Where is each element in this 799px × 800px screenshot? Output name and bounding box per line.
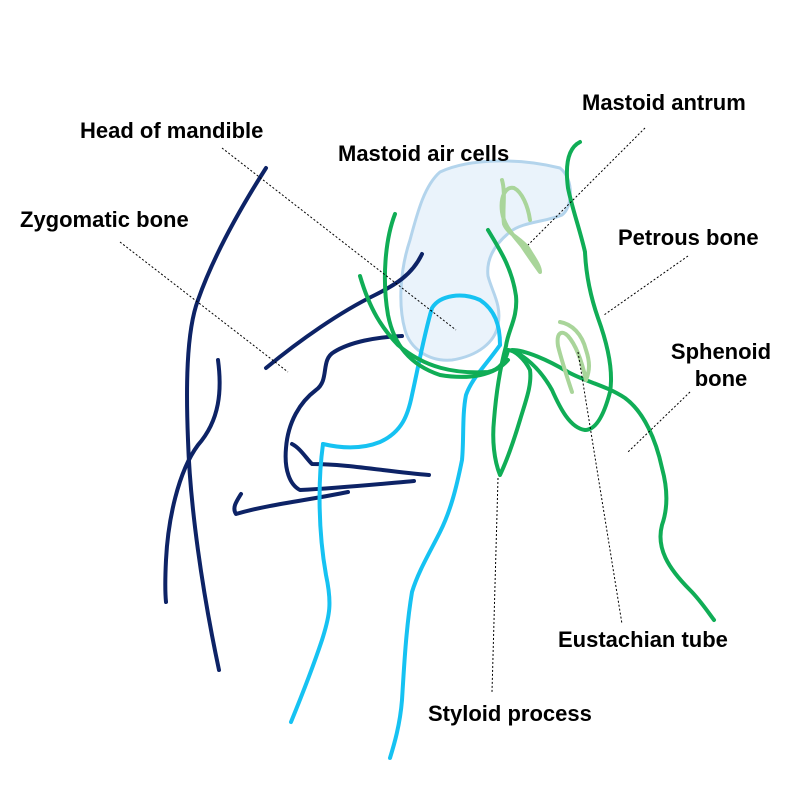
zygomatic-arch-outer-line — [185, 166, 268, 672]
label-zygomatic-bone: Zygomatic bone — [20, 207, 189, 232]
label-mastoid-antrum: Mastoid antrum — [582, 90, 746, 115]
label-petrous-bone: Petrous bone — [618, 225, 759, 250]
zygomatic-bone-leader — [119, 241, 289, 373]
styloid-process-leader — [491, 477, 499, 693]
head-of-mandible-leader — [221, 147, 457, 331]
petrous-bone-outline — [510, 140, 716, 622]
sphenoid-bone-leader — [627, 391, 691, 453]
mastoid-antrum-outline — [499, 178, 542, 274]
label-eustachian-tube: Eustachian tube — [558, 627, 728, 652]
label-mastoid-air-cells: Mastoid air cells — [338, 141, 509, 166]
cyan-right-line — [388, 343, 502, 760]
petrous-bone-leader — [603, 255, 689, 316]
eustachian-tube-outline — [555, 320, 591, 394]
styloid-process-outline — [486, 228, 533, 477]
mandible-notch-line — [290, 442, 431, 477]
cyan-left-line — [289, 442, 332, 724]
label-head-of-mandible: Head of mandible — [80, 118, 263, 143]
label-sphenoid-bone-line1: Sphenoid — [671, 339, 771, 364]
eustachian-tube-leader — [577, 351, 623, 625]
mandible-upper-line — [264, 252, 424, 370]
zygomatic-arch-inner-line — [163, 358, 222, 604]
mandible-lower-line — [232, 490, 350, 516]
label-sphenoid-bone-line2: bone — [695, 366, 748, 391]
mastoid-antrum-leader — [527, 127, 646, 246]
cyan-upper-curve — [321, 293, 502, 450]
mandible-condyle-line — [283, 334, 416, 492]
label-styloid-process: Styloid process — [428, 701, 592, 726]
